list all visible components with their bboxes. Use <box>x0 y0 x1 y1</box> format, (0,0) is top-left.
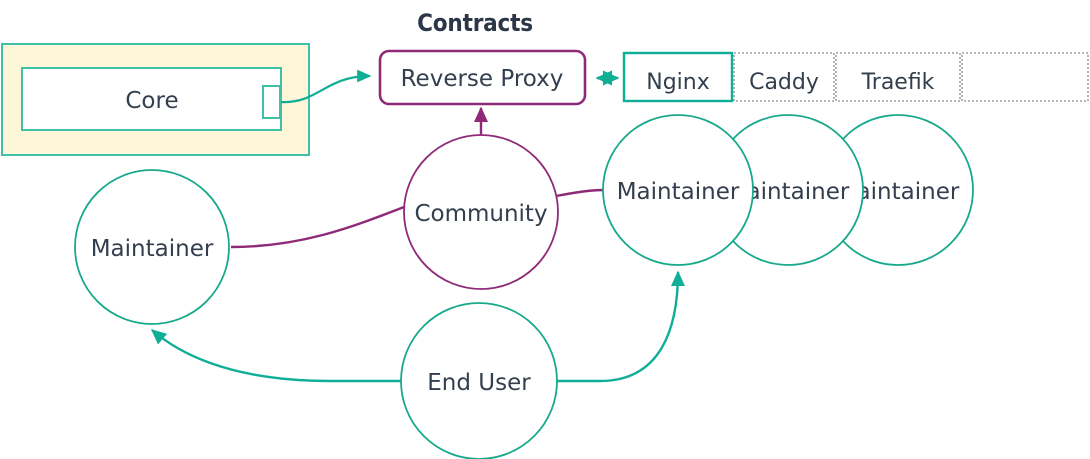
end-user-circle <box>400 302 558 459</box>
community-node[interactable]: Community <box>403 134 559 290</box>
core-group-box[interactable]: Core <box>1 43 310 156</box>
impl-cell-nginx-label: Nginx <box>646 70 710 95</box>
impl-cell-caddy-rect <box>733 52 835 102</box>
impl-cell-empty[interactable] <box>961 52 1089 102</box>
impl-cell-nginx-rect <box>622 51 734 103</box>
maintainer-stack-circle-1-shape <box>602 114 754 266</box>
edge-maintainer-left-to-community <box>230 205 405 249</box>
maintainer-stack-circle-1-label: Maintainer <box>617 179 740 205</box>
core-inner-rect <box>21 67 282 131</box>
implementation-list: Nginx Caddy Traefik <box>622 51 1089 103</box>
core-label: Core <box>125 88 178 114</box>
edge-core-to-reverse-proxy <box>280 69 372 104</box>
impl-cell-traefik[interactable]: Traefik <box>835 52 961 102</box>
maintainer-left-node[interactable]: Maintainer <box>74 169 230 325</box>
impl-cell-empty-rect <box>961 52 1089 102</box>
maintainer-stack-circle-3[interactable]: Maintainer <box>822 114 974 266</box>
impl-cell-caddy-label: Caddy <box>749 70 819 95</box>
impl-cell-traefik-rect <box>835 52 961 102</box>
edge-end-user-to-maintainer-left <box>150 329 401 383</box>
impl-cell-traefik-label: Traefik <box>861 70 935 95</box>
impl-cell-caddy[interactable]: Caddy <box>733 52 835 102</box>
maintainer-stack-circle-1[interactable]: Maintainer <box>602 114 754 266</box>
community-circle <box>403 134 559 290</box>
reverse-proxy-node[interactable]: Reverse Proxy <box>378 49 587 106</box>
maintainer-left-circle <box>74 169 230 325</box>
edge-end-user-to-maintainer-stack <box>556 270 685 383</box>
page-title: Contracts <box>417 9 533 37</box>
community-label: Community <box>414 201 547 227</box>
reverse-proxy-label: Reverse Proxy <box>401 66 564 92</box>
impl-cell-nginx[interactable]: Nginx <box>622 51 734 103</box>
reverse-proxy-rect <box>378 49 587 106</box>
maintainer-left-label: Maintainer <box>91 236 214 262</box>
core-port-handle[interactable] <box>262 85 281 119</box>
edge-community-to-maintainer-stack <box>555 188 605 198</box>
end-user-node[interactable]: End User <box>400 302 558 459</box>
end-user-label: End User <box>427 370 531 396</box>
maintainer-stack: Maintainer Maintainer Maintainer <box>602 114 974 266</box>
